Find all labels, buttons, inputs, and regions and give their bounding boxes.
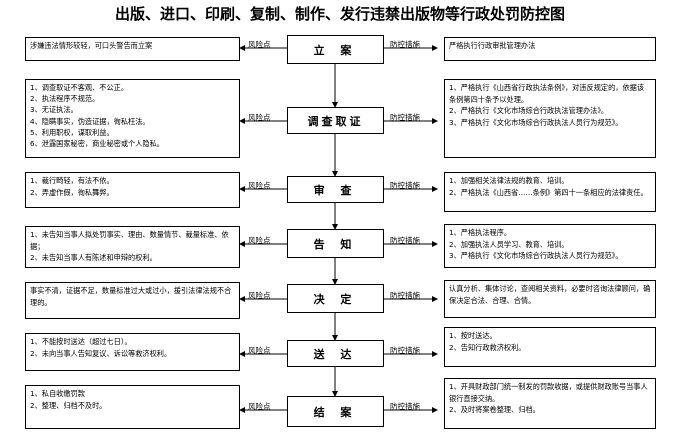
control-box-decision: 认真分析、集体讨论，查阅相关资料，必要时咨询法律顾问，确保决定合法、合理、合情。 xyxy=(444,280,656,318)
risk-box-closing: 1、私自收缴罚款 2、整理、归档不及时。 xyxy=(25,385,240,429)
control-label: 防控措施 xyxy=(390,291,420,300)
page-title: 出版、进口、印刷、复制、制作、发行违禁出版物等行政处罚防控图 xyxy=(114,5,565,23)
step-closing: 结 案 xyxy=(287,396,384,427)
risk-label: 风险点 xyxy=(248,236,271,245)
control-label: 防控措施 xyxy=(390,402,420,411)
risk-label: 风险点 xyxy=(248,402,271,411)
risk-label: 风险点 xyxy=(248,181,271,190)
step-decision: 决 定 xyxy=(287,284,384,313)
risk-box-review: 1、裁行畸轻，有法不依。 2、弄虚作假，徇私舞弊。 xyxy=(25,172,240,208)
risk-label: 风险点 xyxy=(248,113,271,122)
risk-box-filing: 涉嫌违法情形较轻，可口头警告而立案 xyxy=(25,37,240,61)
control-box-closing: 1、开具财政部门统一制发的罚款收据，或提供财政账号当事人银行直接交纳。 2、及时… xyxy=(444,378,656,429)
risk-box-investigation: 1、调查取证不客观、不公正。 2、执法程序不规范。 3、无证执法。 4、隐瞒事实… xyxy=(25,79,240,158)
control-label: 防控措施 xyxy=(390,346,420,355)
risk-box-delivery: 1、不能按时送达（超过七日）。 2、未向当事人告知复议、诉讼等救济权利。 xyxy=(25,333,240,371)
step-delivery: 送 达 xyxy=(287,340,384,367)
control-box-investigation: 1、严格执行《山西省行政执法条例》，对违反规定的，依据该条例第四十条予以处理。 … xyxy=(444,79,656,158)
control-label: 防控措施 xyxy=(390,181,420,190)
control-box-review: 1、加强相关法律法规的教育、培训。 2、严格执法《山西省……条例》第四十一条相应… xyxy=(444,172,656,212)
risk-box-notify: 1、未告知当事人拟处罚事实、理由、数量情节、裁量标准、依据； 2、未告知当事人有… xyxy=(25,226,240,268)
step-notify: 告 知 xyxy=(287,229,384,258)
step-investigation: 调查取证 xyxy=(287,107,384,134)
control-label: 防控措施 xyxy=(390,236,420,245)
step-review: 审 查 xyxy=(287,176,384,203)
risk-box-decision: 事实不清，证据不足，数量标准过大或过小，援引法律法规不合理的。 xyxy=(25,282,240,319)
risk-label: 风险点 xyxy=(248,291,271,300)
control-box-filing: 严格执行行政审批管理办法 xyxy=(444,37,656,61)
risk-label: 风险点 xyxy=(248,346,271,355)
control-label: 防控措施 xyxy=(390,40,420,49)
control-label: 防控措施 xyxy=(390,113,420,122)
control-box-delivery: 1、按时送达。 2、告知行政救济权利。 xyxy=(444,327,656,367)
risk-label: 风险点 xyxy=(248,40,271,49)
control-box-notify: 1、严格执法程序。 2、加强执法人员学习、教育、培训。 3、严格执行《文化市场综… xyxy=(444,224,656,268)
step-filing: 立 案 xyxy=(287,35,384,64)
